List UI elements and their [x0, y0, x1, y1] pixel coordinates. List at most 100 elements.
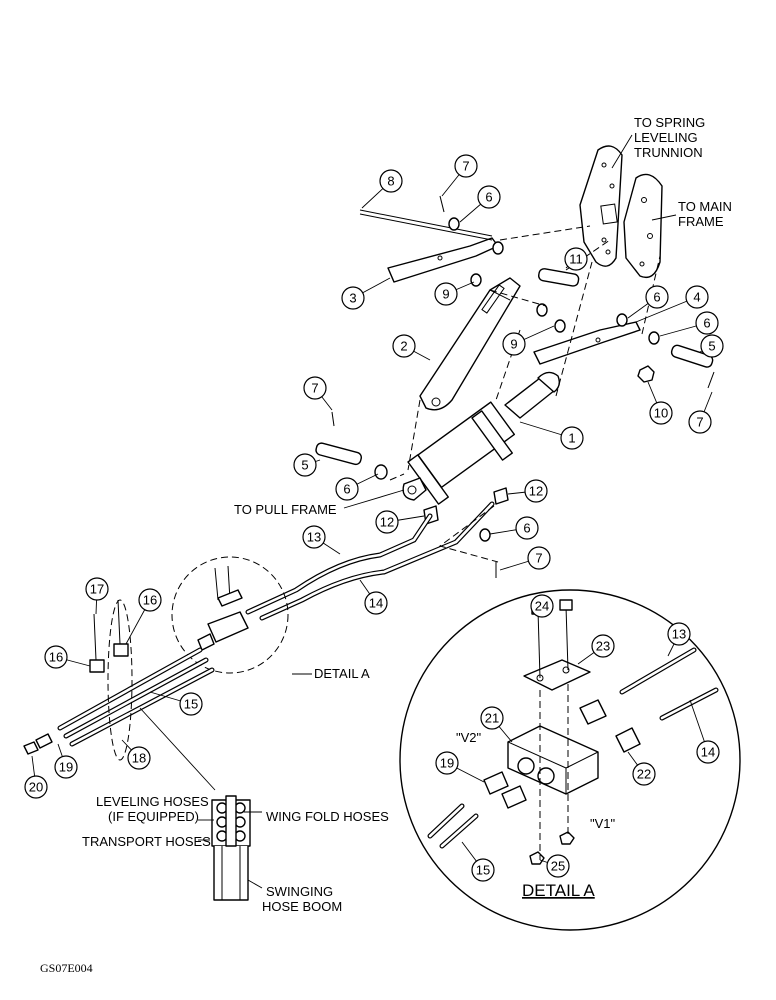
callout-number: 6	[703, 316, 710, 331]
callout-c20: 20	[24, 755, 48, 799]
cotter-pins-part-7	[331, 195, 715, 578]
v2-label: "V2"	[456, 730, 482, 745]
callout-number: 20	[29, 780, 43, 795]
callout-number: 9	[510, 337, 517, 352]
fitting-part-22-and-upper	[579, 699, 641, 753]
callout-c7c: 7	[688, 391, 713, 434]
to-main-frame-label-2: FRAME	[678, 214, 724, 229]
bolts-part-17	[93, 599, 121, 661]
callout-c10: 10	[647, 381, 673, 425]
callout-circle	[434, 282, 458, 306]
callout-circle	[85, 577, 109, 601]
callout-number: 7	[696, 415, 703, 430]
pin-part-5-right	[670, 344, 714, 368]
pin-part-5-left	[315, 442, 363, 466]
callout-number: 13	[672, 627, 686, 642]
detail-a-small-circle	[171, 556, 289, 674]
callout-circle	[375, 510, 399, 534]
callout-number: 8	[387, 174, 394, 189]
callout-number: 2	[400, 339, 407, 354]
callout-circle	[527, 546, 551, 570]
callout-c7a: 7	[441, 154, 478, 197]
callout-number: 21	[485, 711, 499, 726]
callout-circle	[502, 332, 526, 356]
to-spring-label-3: TRUNNION	[634, 145, 703, 160]
wing-fold-hoses-label: WING FOLD HOSES	[266, 809, 389, 824]
callout-number: 5	[708, 339, 715, 354]
callout-c9a: 9	[434, 281, 475, 306]
dashed-assembly-lines	[389, 225, 661, 860]
callout-number: 12	[529, 484, 543, 499]
clamp-part-16-left	[89, 659, 105, 673]
callout-circle	[54, 755, 78, 779]
detail-a-label: DETAIL A	[314, 666, 370, 681]
callout-c3: 3	[341, 277, 391, 310]
label-leaders	[198, 134, 677, 889]
clamp-part-16-right	[113, 643, 129, 657]
boom-dashed-ellipse	[107, 599, 133, 761]
callout-c24: 24	[530, 594, 554, 618]
callout-circle	[546, 854, 570, 878]
callout-number: 16	[143, 593, 157, 608]
callout-number: 6	[653, 290, 660, 305]
callout-circle	[688, 410, 712, 434]
callout-c1: 1	[519, 421, 584, 450]
callout-circle	[24, 775, 48, 799]
callout-c12b: 12	[375, 510, 425, 534]
v1-label: "V1"	[590, 816, 616, 831]
callout-c14b: 14	[689, 699, 720, 764]
callout-circle	[591, 634, 615, 658]
callout-c18: 18	[121, 739, 151, 770]
link-arm-part-2	[419, 277, 521, 411]
callout-circle	[515, 516, 539, 540]
callout-number: 23	[596, 639, 610, 654]
to-spring-label-1: TO SPRING	[634, 115, 705, 130]
leveling-hoses-label-1: LEVELING HOSES	[96, 794, 209, 809]
callout-c5b: 5	[699, 334, 724, 358]
callout-number: 6	[485, 190, 492, 205]
callout-circle	[695, 311, 719, 335]
callout-circle	[560, 426, 584, 450]
pin-part-8	[359, 209, 493, 241]
callout-c21: 21	[480, 706, 513, 743]
callout-circle	[649, 401, 673, 425]
callout-number: 3	[349, 291, 356, 306]
callout-c19b: 19	[435, 751, 485, 783]
callout-circle	[524, 479, 548, 503]
callout-circle	[480, 706, 504, 730]
callout-c19a: 19	[54, 743, 78, 779]
callout-c22: 22	[627, 751, 656, 786]
callout-c16b: 16	[125, 588, 162, 645]
callout-circle	[138, 588, 162, 612]
fittings-part-19-20	[23, 733, 53, 755]
callout-circle	[364, 591, 388, 615]
callout-number: 9	[442, 287, 449, 302]
callout-number: 11	[569, 252, 583, 267]
callout-circle	[454, 154, 478, 178]
hoses-part-15-detail	[427, 803, 479, 849]
callout-c7b: 7	[303, 376, 333, 411]
callout-number: 5	[301, 458, 308, 473]
callout-number: 24	[535, 599, 549, 614]
callout-c15b: 15	[461, 841, 495, 882]
swinging-hose-boom-label-1: SWINGING	[266, 884, 333, 899]
callout-circle	[127, 746, 151, 770]
callout-circle	[477, 185, 501, 209]
main-frame-plate	[623, 173, 663, 279]
callout-number: 6	[343, 482, 350, 497]
arm-part-4	[533, 321, 641, 365]
callout-circle	[564, 247, 588, 271]
swinging-hose-boom-label-2: HOSE BOOM	[262, 899, 342, 914]
callout-circle	[667, 622, 691, 646]
callout-number: 15	[476, 863, 490, 878]
to-pull-frame-label: TO PULL FRAME	[234, 502, 337, 517]
hydraulic-cylinder-part-1	[402, 371, 561, 505]
callout-circle	[435, 751, 459, 775]
arm-part-3	[387, 237, 499, 283]
callout-circle	[302, 525, 326, 549]
callout-number: 7	[311, 381, 318, 396]
callout-circle	[530, 594, 554, 618]
callout-c2: 2	[392, 334, 431, 361]
callout-c6b: 6	[627, 285, 669, 319]
